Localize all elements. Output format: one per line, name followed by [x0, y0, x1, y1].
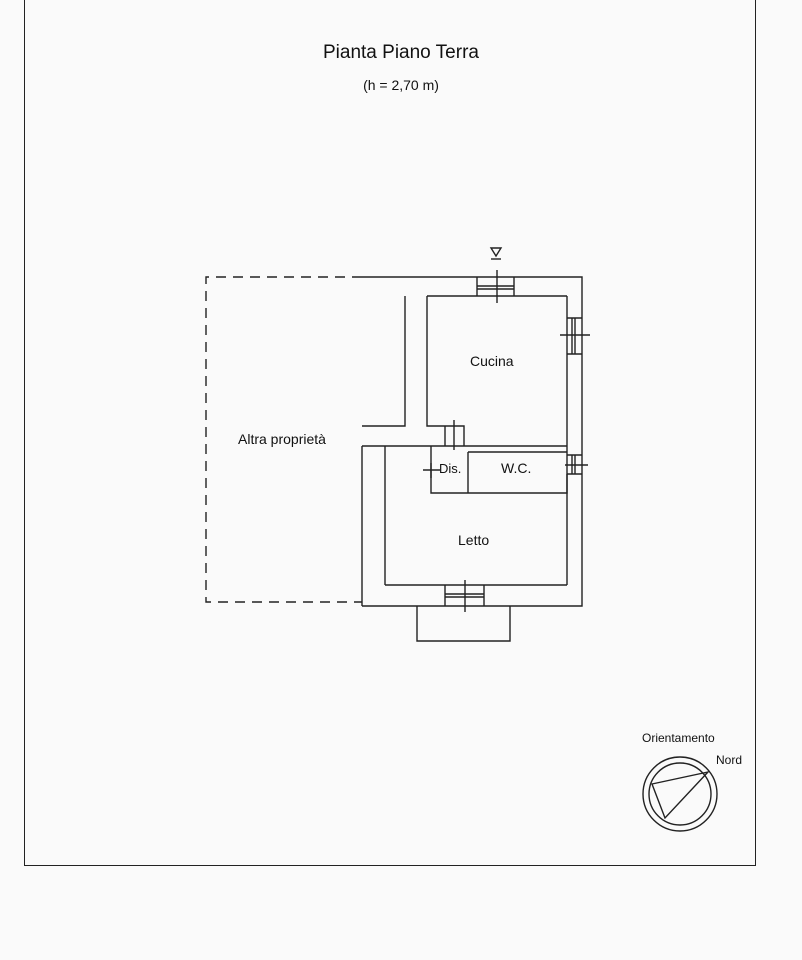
room-label-other-property: Altra proprietà — [238, 431, 326, 447]
page-subtitle: (h = 2,70 m) — [363, 77, 439, 93]
room-label-letto: Letto — [458, 532, 490, 548]
window-bottom-letto — [444, 585, 485, 606]
room-label-cucina: Cucina — [470, 353, 514, 369]
window-right-wc — [567, 454, 582, 475]
other-property-boundary — [205, 276, 362, 603]
compass-outer-ring — [642, 756, 718, 832]
kitchen-walls — [426, 295, 567, 446]
window-top-kitchen — [476, 277, 515, 296]
room-label-dis: Dis. — [439, 461, 462, 476]
outer-wall-top — [362, 276, 583, 607]
room-label-wc: W.C. — [501, 460, 532, 476]
window-right-kitchen — [567, 317, 582, 355]
entrance-marker-icon — [489, 247, 503, 258]
page-title: Pianta Piano Terra — [323, 42, 479, 63]
corridor-wall — [362, 296, 406, 427]
dis-door-tick — [423, 463, 440, 478]
drawing-frame — [24, 0, 756, 866]
compass-north-label: Nord — [716, 753, 743, 767]
compass-inner-ring — [648, 762, 712, 826]
compass-needle-icon — [651, 770, 711, 820]
compass-label: Orientamento — [642, 731, 715, 745]
balcony — [416, 606, 511, 642]
